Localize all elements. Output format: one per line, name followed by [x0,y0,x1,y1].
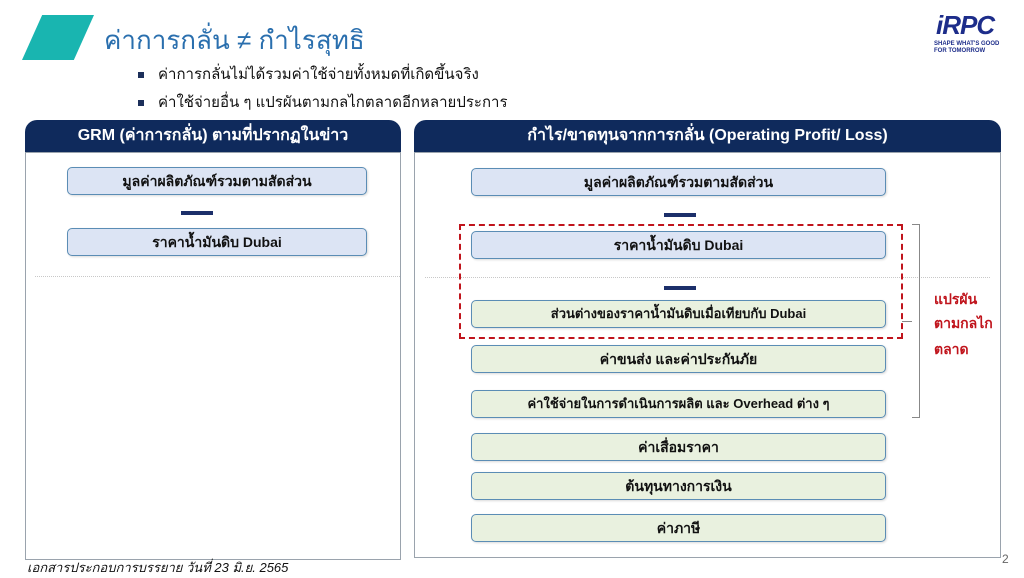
footer-note: เอกสารประกอบการบรรยาย วันที่ 23 มิ.ย. 25… [27,560,289,575]
right-box-finance-cost: ต้นทุนทางการเงิน [471,472,886,500]
divider [425,277,990,278]
annotation-text: แปรผัน [934,291,978,307]
annotation-text: ตามกลไก [934,315,993,331]
right-box-product-value: มูลค่าผลิตภัณฑ์รวมตามสัดส่วน [471,168,886,196]
bullet-text: ค่าการกลั่นไม่ได้รวมค่าใช้จ่ายทั้งหมดที่… [158,66,479,83]
left-box-dubai-crude: ราคาน้ำมันดิบ Dubai [67,228,367,256]
logo-word: iRPC [936,10,995,40]
bullet-icon [138,72,144,79]
annotation-text: ตลาด [934,341,969,357]
bullet-text: ค่าใช้จ่ายอื่น ๆ แปรผันตามกลไกตลาดอีกหลา… [158,94,508,111]
divider [35,276,400,277]
minus-icon [664,213,696,217]
highlight-dashed-frame [459,224,903,339]
slide-title: ค่าการกลั่น ≠ กำไรสุทธิ [104,25,365,55]
minus-icon [181,211,213,215]
bullet-icon [138,100,144,107]
right-panel-header: กำไร/ขาดทุนจากการกลั่น (Operating Profit… [414,120,1001,152]
right-box-operating-overhead: ค่าใช้จ่ายในการดำเนินการผลิต และ Overhea… [471,390,886,418]
right-box-freight-insurance: ค่าขนส่ง และค่าประกันภัย [471,345,886,373]
right-box-dubai-crude: ราคาน้ำมันดิบ Dubai [471,231,886,259]
page-number: 2 [1002,552,1009,566]
bracket [912,224,920,418]
left-panel [25,152,401,560]
left-box-product-value: มูลค่าผลิตภัณฑ์รวมตามสัดส่วน [67,167,367,195]
right-box-tax: ค่าภาษี [471,514,886,542]
right-panel [414,152,1001,558]
right-box-crude-premium: ส่วนต่างของราคาน้ำมันดิบเมื่อเทียบกับ Du… [471,300,886,328]
bullet-item: ค่าการกลั่นไม่ได้รวมค่าใช้จ่ายทั้งหมดที่… [138,62,479,86]
left-panel-header: GRM (ค่าการกลั่น) ตามที่ปรากฏในข่าว [25,120,401,152]
bullet-item: ค่าใช้จ่ายอื่น ๆ แปรผันตามกลไกตลาดอีกหลา… [138,90,508,114]
title-accent-shape [22,15,94,60]
right-box-depreciation: ค่าเสื่อมราคา [471,433,886,461]
minus-icon [664,286,696,290]
bracket-tick [902,321,912,322]
